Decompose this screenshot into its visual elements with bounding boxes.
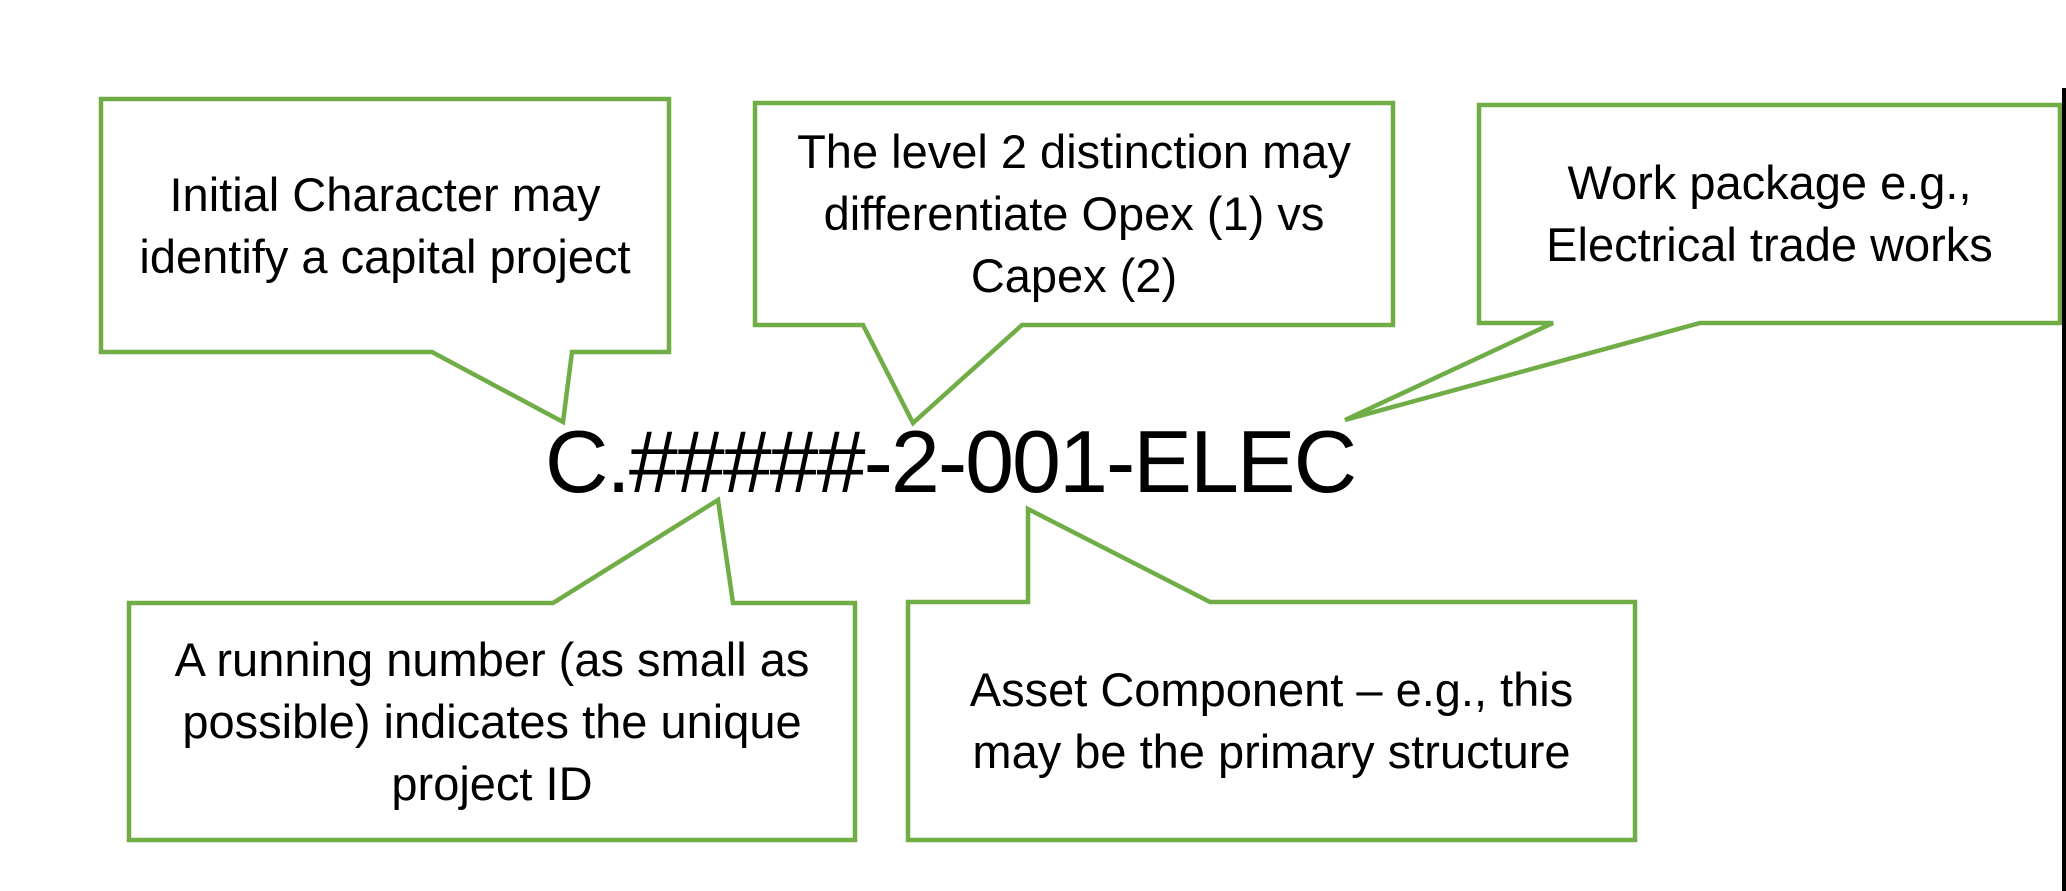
callout-level2-shape [752,100,1396,427]
callout-line: Asset Component – e.g., this [969,663,1574,716]
callout-line: possible) indicates the unique [182,694,802,748]
callout-asset-component-text: Asset Component – e.g., this may be the … [908,602,1635,840]
callout-work-package-text: Work package e.g., Electrical trade work… [1479,105,2060,323]
callout-line: Capex (2) [970,249,1178,302]
callout-running-number-shape [126,496,858,843]
callout-initial-character-shape [98,96,672,426]
callout-initial-character-text: Initial Character may identify a capital… [101,99,669,352]
callout-level2-text: The level 2 distinction may differentiat… [755,103,1393,325]
callout-line: project ID [391,756,593,810]
callout-work-package-shape [1344,102,2063,423]
callout-line: Electrical trade works [1546,218,1993,271]
window-edge-line [2062,88,2066,891]
callout-line: A running number (as small as [174,632,810,686]
callout-line: may be the primary structure [972,725,1571,778]
callout-line: The level 2 distinction may [797,125,1351,178]
callout-line: differentiate Opex (1) vs [823,187,1325,240]
callout-running-number-text: A running number (as small as possible) … [129,603,855,840]
callout-line: Initial Character may [169,167,601,221]
code-text: C.#####-2-001-ELEC [544,412,1357,511]
callout-line: Work package e.g., [1567,156,1972,209]
callout-asset-component-shape [905,505,1638,843]
callout-line: identify a capital project [139,229,631,283]
